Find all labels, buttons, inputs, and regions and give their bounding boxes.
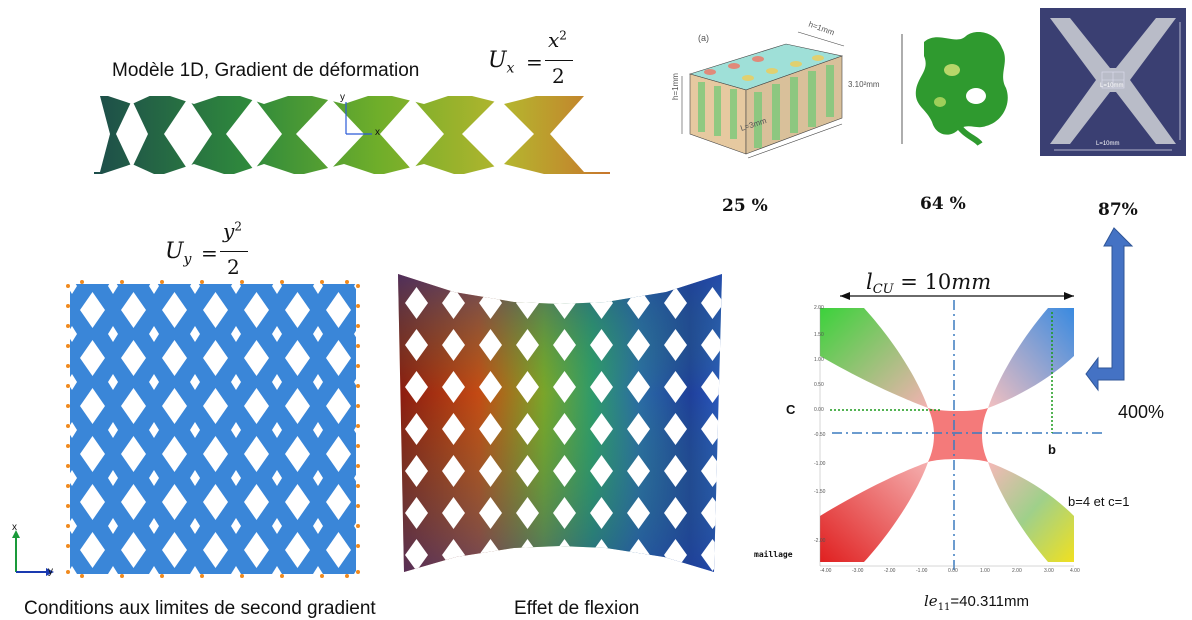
eq-ux-u: U	[488, 48, 507, 73]
eq-uy-sub: y	[183, 251, 192, 268]
xtick-8: 4.00	[1070, 568, 1080, 574]
xtick-6: 2.00	[1012, 568, 1022, 574]
ytick-7: -1.50	[814, 489, 826, 495]
eq-uy-u: U	[165, 239, 184, 264]
le-l: le	[924, 592, 938, 610]
ytick-8: -2.00	[814, 538, 826, 544]
xtick-7: 3.00	[1044, 568, 1054, 574]
ytick-1: 1.50	[814, 332, 824, 338]
le-value: =40.311mm	[950, 593, 1029, 610]
elbow-arrow-icon	[1085, 227, 1134, 392]
strip-axis-x: x	[375, 127, 380, 138]
eq-uy-den: 2	[227, 255, 240, 279]
ytick-6: -1.00	[814, 461, 826, 467]
xtick-1: -3.00	[852, 568, 864, 574]
lattice-strip-1d	[94, 94, 610, 174]
cell-mesh-plot	[819, 292, 1102, 570]
ytick-5: -0.50	[814, 432, 826, 438]
le-label: le11=40.311mm	[924, 592, 1029, 613]
xtick-0: -4.00	[820, 568, 832, 574]
eq-ux-den: 2	[552, 64, 565, 88]
ytick-4: 0.00	[814, 407, 824, 413]
xtick-5: 1.00	[980, 568, 990, 574]
strip-axis-y: y	[340, 92, 345, 103]
eq-ux-exp: 2	[559, 28, 567, 43]
b-label: b	[1048, 442, 1056, 457]
maillage-label: maillage	[754, 550, 793, 559]
lattice-boundary-conditions	[66, 280, 360, 578]
caption-boundary-conditions: Conditions aux limites de second gradien…	[24, 598, 376, 619]
le-sub: 11	[937, 602, 951, 613]
ytick-2: 1.00	[814, 357, 824, 363]
xtick-3: -1.00	[916, 568, 928, 574]
lattice-bending	[398, 274, 722, 572]
triad-x-label: x	[12, 522, 17, 533]
axis-triad	[12, 530, 54, 576]
xtick-2: -2.00	[884, 568, 896, 574]
triad-y-label: y	[48, 566, 53, 577]
gyroid-dim-label: 3.10²mm	[848, 80, 880, 89]
bc-text: b=4 et c=1	[1068, 494, 1130, 509]
cross-l1-label: L=10mm	[1100, 83, 1124, 89]
lcu-sub: CU	[872, 282, 894, 298]
eq-uy-exp: 2	[234, 219, 242, 234]
gyroid-image	[901, 32, 1008, 146]
ytick-3: 0.50	[814, 382, 824, 388]
dim-w-label: h=1mm	[670, 73, 680, 100]
panel-a-label: (a)	[698, 33, 709, 43]
eq-uy-num: y	[223, 219, 235, 243]
cross-l2-label: L=10mm	[1096, 141, 1120, 147]
pct-87: 87%	[1098, 200, 1138, 220]
pct-64: 64 %	[920, 194, 966, 214]
lcu-value: = 10	[893, 270, 952, 294]
caption-bending: Effet de flexion	[514, 598, 640, 619]
beam-pillars-image	[681, 31, 845, 159]
cross-shape-image	[1040, 8, 1186, 156]
lcu-unit: mm	[951, 270, 992, 294]
eq-ux-num: x	[548, 28, 560, 52]
model-1d-title: Modèle 1D, Gradient de déformation	[112, 60, 420, 81]
equation-uy: Uy = y2 2	[165, 215, 275, 285]
equation-ux: Ux = x2 2	[488, 24, 598, 94]
eq-ux-sub: x	[506, 60, 515, 77]
xtick-4: 0.00	[948, 568, 958, 574]
c-label: C	[786, 402, 796, 417]
lcu-label: lCU = 10mm	[866, 270, 991, 297]
pct-25: 25 %	[722, 196, 768, 216]
pct-400: 400%	[1118, 402, 1165, 422]
lcu-l: l	[866, 270, 873, 294]
ytick-0: 2.00	[814, 305, 824, 311]
